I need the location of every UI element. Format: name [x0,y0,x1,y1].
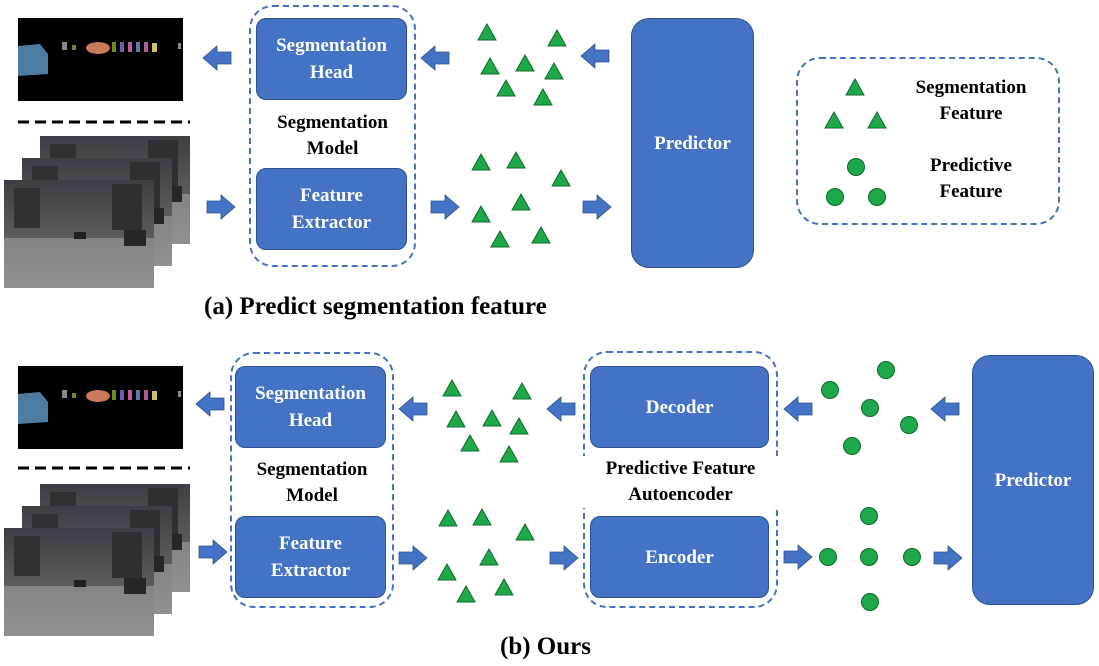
segmentation-feature-cluster [437,508,535,603]
feature-extractor-block: Feature Extractor [235,516,386,598]
arrow-icon [398,396,428,422]
arrow-icon [582,194,612,220]
arrow-icon [398,545,428,571]
segmentation-model-label: Segmentation Model [277,112,388,159]
decoder-label: Decoder [645,396,714,418]
arrow-icon [420,45,450,71]
predictor-label: Predictor [994,469,1072,491]
predictive-feature-cluster [819,507,921,611]
arrow-icon [580,43,610,69]
arrow-icon [783,396,813,422]
encoder-label: Encoder [645,546,714,568]
arrow-icon [783,544,813,570]
arrow-icon [430,194,460,220]
arrow-icon [206,194,236,220]
segmentation-map-image [18,366,183,449]
segmentation-head-block: Segmentation Head [256,18,407,100]
segmentation-feature-cluster [442,379,532,463]
arrow-icon [195,391,225,417]
legend-predictive-feature-label: Predictive Feature [930,155,1012,202]
arrow-icon [198,539,228,565]
caption-b: (b) Ours [500,633,591,660]
segmentation-head-label: Segmentation Head [255,383,366,431]
autoencoder-label: Predictive Feature Autoencoder [568,456,793,508]
predictor-block: Predictor [631,18,754,268]
encoder-block: Encoder [590,516,769,598]
predictive-feature-cluster [821,361,918,455]
predictor-label: Predictor [654,132,731,154]
decoder-block: Decoder [590,366,769,448]
feature-extractor-label: Feature Extractor [291,185,372,233]
segmentation-model-label: Segmentation Model [256,459,368,506]
arrow-icon [930,396,960,422]
legend [796,57,1060,225]
segmentation-feature-cluster [471,151,571,248]
arrow-icon [202,45,232,71]
video-frames-image [4,136,190,288]
feature-extractor-block: Feature Extractor [256,168,407,250]
arrow-icon [546,396,576,422]
segmentation-head-label: Segmentation Head [276,35,387,83]
caption-a: (a) Predict segmentation feature [204,293,547,320]
segmentation-head-block: Segmentation Head [235,366,386,448]
feature-extractor-label: Feature Extractor [270,533,351,581]
segmentation-model-group [230,352,394,608]
arrow-icon [549,545,579,571]
segmentation-feature-cluster [477,23,567,106]
predictor-block: Predictor [972,355,1094,605]
segmentation-model-group [249,5,416,267]
segmentation-map-image [18,18,183,101]
legend-segmentation-feature-label: Segmentation Feature [915,77,1027,124]
arrow-icon [933,545,963,571]
video-frames-image [4,484,190,636]
